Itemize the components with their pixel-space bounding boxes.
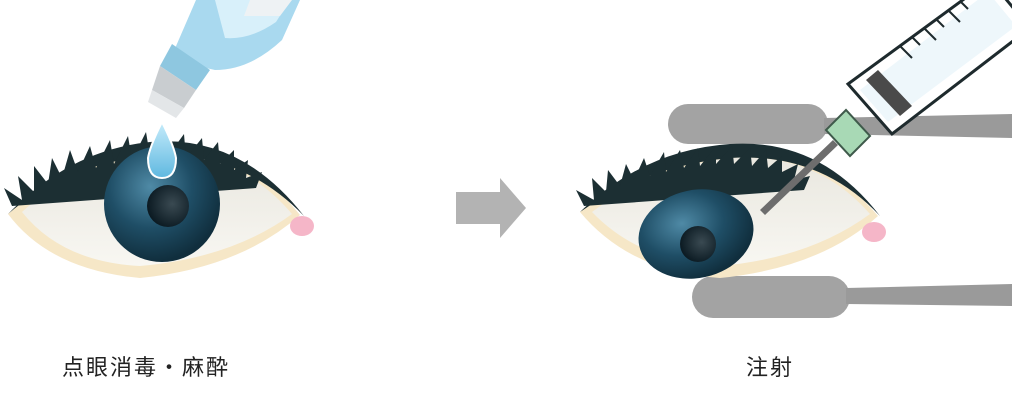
- step-caption-eye-drop: 点眼消毒・麻酔: [62, 356, 231, 381]
- eye-drop-bottle-icon: [148, 0, 300, 118]
- eye-injection-illustration: [576, 0, 1012, 318]
- right-arrow-icon: [456, 178, 526, 238]
- eye-drop-illustration: [4, 0, 314, 278]
- right-eye-icon: [576, 143, 886, 279]
- step-caption-injection: 注射: [746, 356, 795, 381]
- left-eye-icon: [4, 132, 314, 278]
- syringe-icon: [760, 0, 1012, 215]
- eyelid-speculum-icon: [668, 104, 1012, 318]
- eye-drop-icon: [146, 119, 178, 180]
